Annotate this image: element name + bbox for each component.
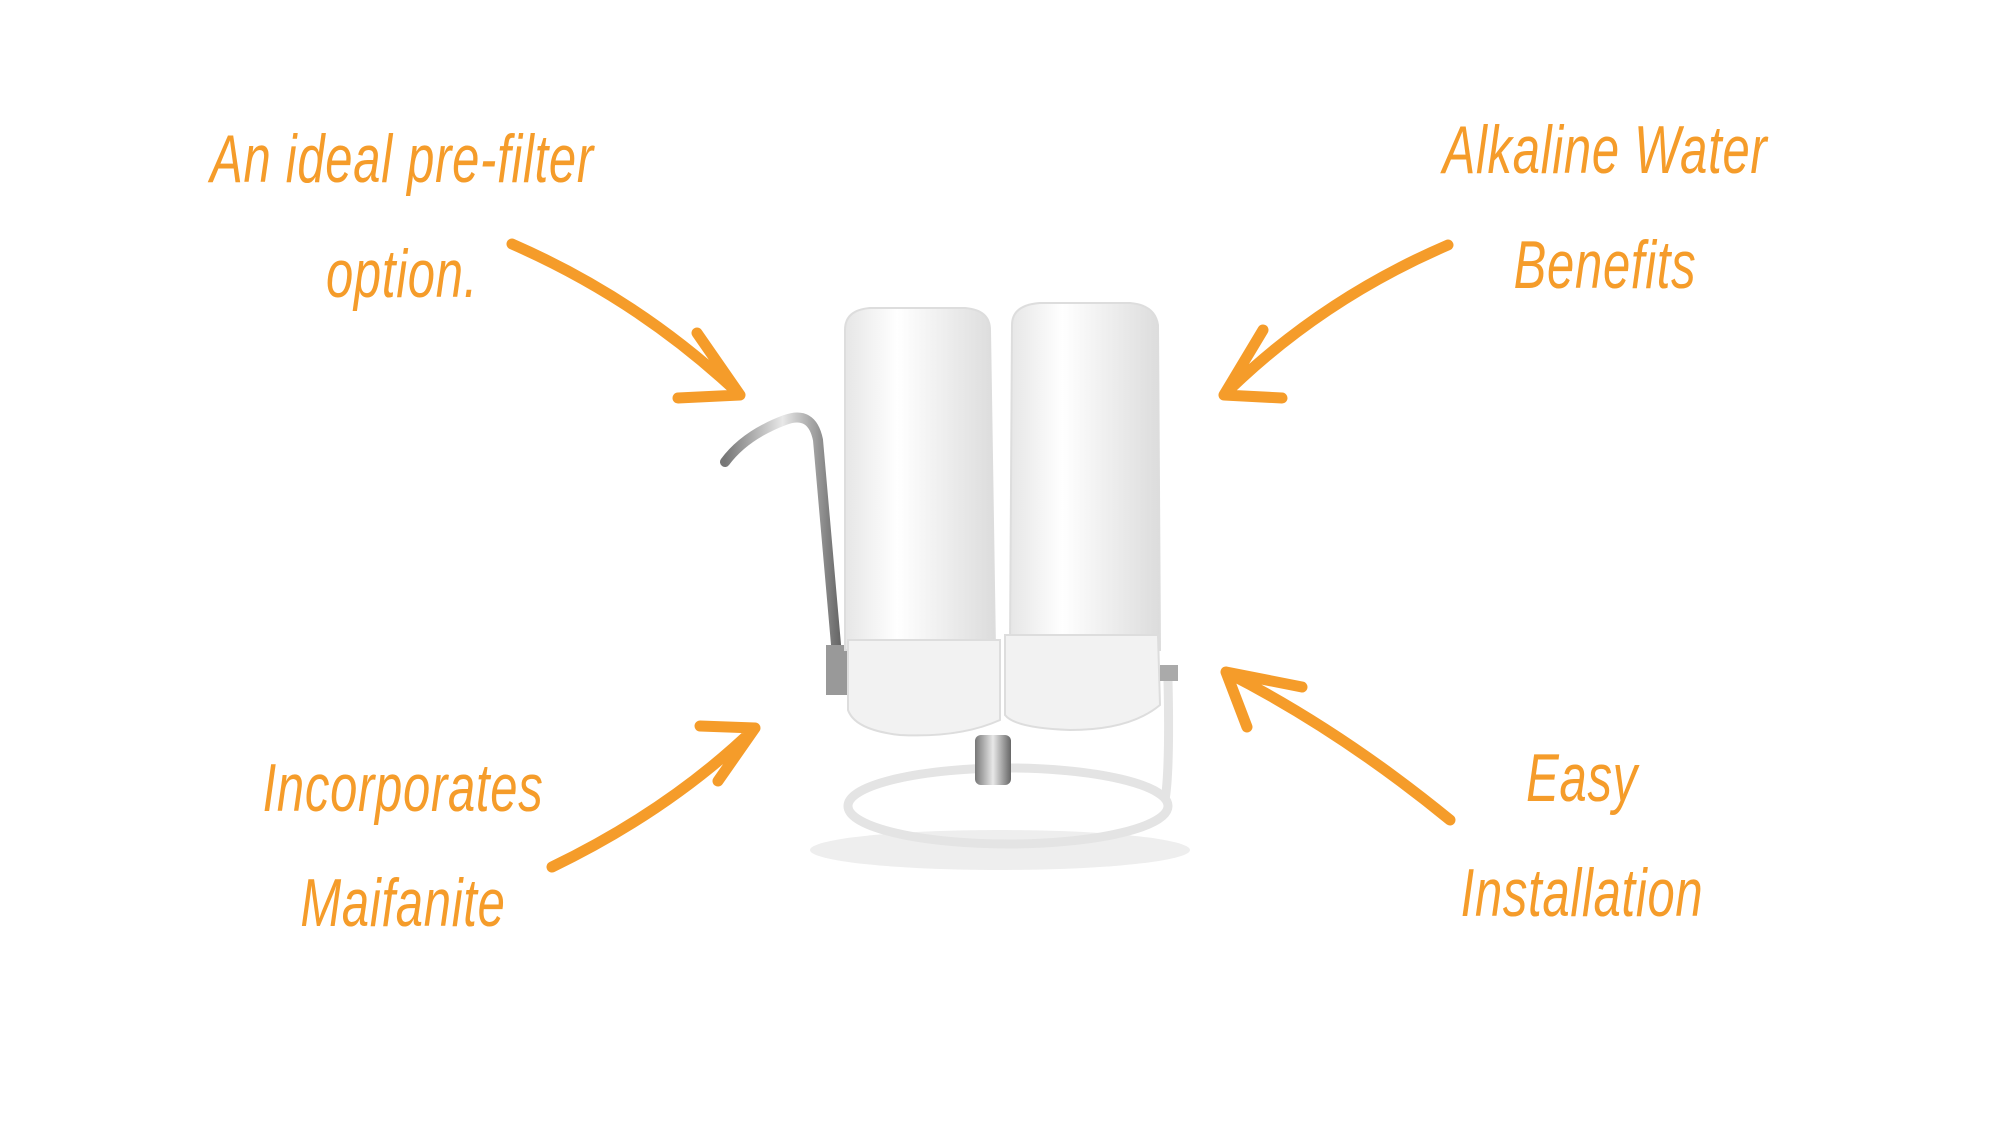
callout-prefilter-line2: option. [325, 236, 479, 312]
arrow-bottom-right [1220, 666, 1456, 826]
callout-prefilter-line1: An ideal pre-filter [210, 121, 594, 197]
callout-alkaline-line1: Alkaline Water [1442, 112, 1768, 188]
callout-alkaline-line2: Benefits [1513, 227, 1697, 303]
arrow-bottom-left [546, 720, 761, 873]
callout-maifanite-line2: Maifanite [300, 865, 506, 941]
arrow-top-left [506, 238, 746, 404]
arrow-top-right [1218, 239, 1454, 404]
callout-installation-line1: Easy [1526, 740, 1638, 816]
callout-maifanite-line1: Incorporates [262, 750, 544, 826]
callout-installation-line2: Installation [1460, 855, 1704, 931]
filter-unit [720, 302, 1190, 870]
